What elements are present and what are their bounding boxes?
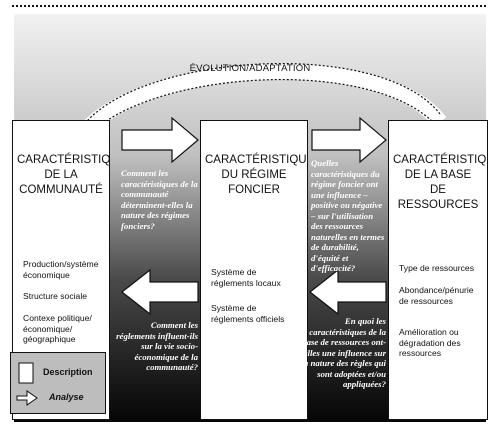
evolution-arc-arrow [73, 63, 447, 143]
title-line: DE LA [44, 169, 78, 181]
item-production: Production/système économique [23, 259, 99, 280]
item-amelioration: Amélioration ou dégradation des ressourc… [399, 327, 461, 358]
question-communaute-to-regime: Comment les caractéristiques de la commu… [121, 168, 198, 231]
item-contexte: Contexe politique/ économique/ géographi… [23, 313, 92, 344]
question-regime-to-communaute: Comment les réglements influent-ils sur … [116, 320, 198, 372]
description-box-icon [18, 362, 34, 384]
legend-analyse-label: Analyse [49, 392, 84, 402]
column-base-ressources: CARACTÉRISTIQUES DE LA BASE DE RESSOURCE… [388, 120, 488, 420]
title-line: DU RÉGIME [221, 169, 287, 181]
arrow-left-1 [121, 268, 199, 316]
legend: Description Analyse [10, 352, 106, 414]
item-reglements-locaux: Système de réglements locaux [211, 267, 281, 288]
title-line: CARACTÉRISTIQUES [17, 154, 110, 166]
title-line: DE RESSOURCES [397, 184, 479, 211]
item-abondance: Abondance/pénurie de ressources [399, 285, 474, 306]
title-line: CARACTÉRISTIQUES [205, 154, 307, 166]
evolution-label: ÉVOLUTION/ADAPTATION [189, 63, 311, 74]
arrow-left-2 [309, 268, 387, 316]
analyse-arrow-icon [16, 390, 38, 406]
title-line: DE LA BASE [404, 169, 472, 181]
title-line: COMMUNAUTÉ [19, 184, 103, 196]
legend-description-label: Description [43, 367, 93, 377]
column-title: CARACTÉRISTIQUES DU RÉGIME FONCIER [205, 153, 307, 198]
arrow-right-2 [311, 116, 387, 164]
item-structure: Structure sociale [23, 291, 88, 301]
arrow-right-1 [121, 116, 199, 164]
column-regime-foncier: CARACTÉRISTIQUES DU RÉGIME FONCIER Systè… [200, 120, 308, 420]
question-ressources-to-regime: En quoi les caractéristiques de la base … [301, 316, 386, 389]
column-title: CARACTÉRISTIQUES DE LA BASE DE RESSOURCE… [393, 153, 487, 213]
item-type-ressources: Type de ressources [399, 263, 474, 273]
question-regime-to-ressources: Quelles caractéristiques du régime fonci… [311, 158, 385, 273]
legend-icons [16, 362, 38, 406]
title-line: CARACTÉRISTIQUES [393, 154, 487, 166]
item-reglements-officiels: Système de réglements officiels [211, 303, 285, 324]
column-title: CARACTÉRISTIQUES DE LA COMMUNAUTÉ [17, 153, 110, 198]
title-line: FONCIER [228, 184, 280, 196]
